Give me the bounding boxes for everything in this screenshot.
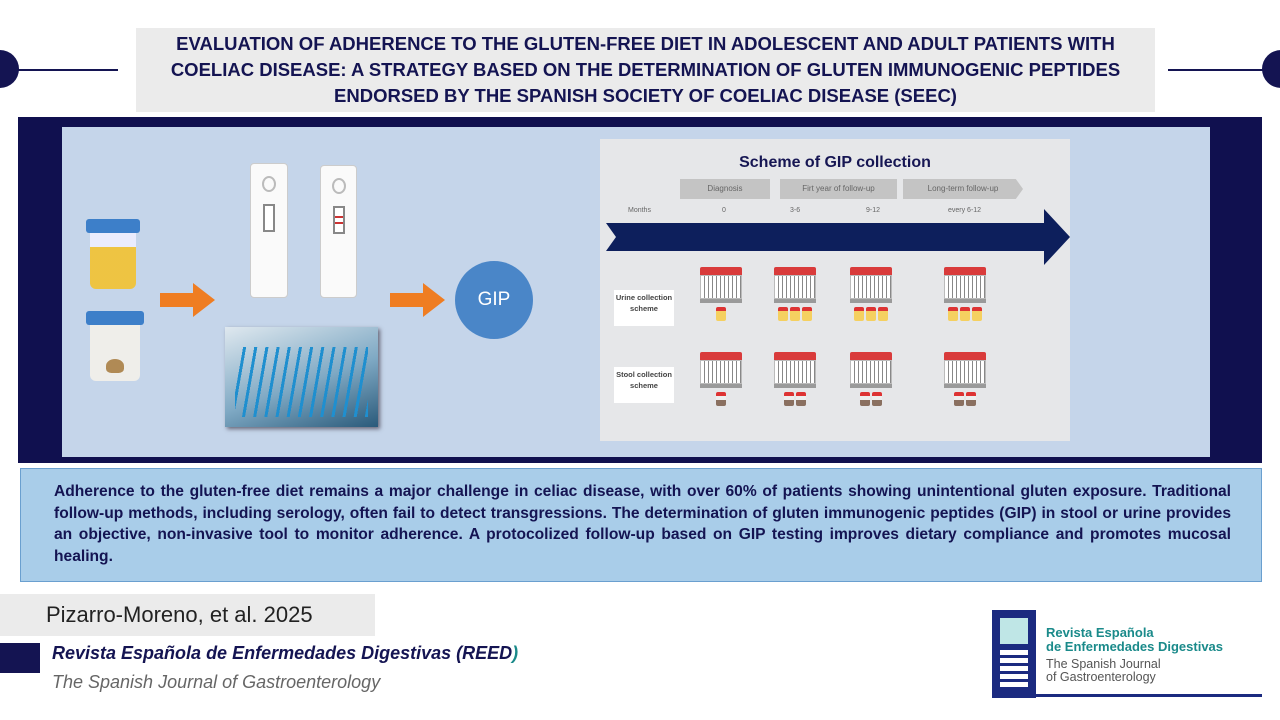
urine-calendar-group <box>774 267 816 321</box>
urine-container-icon <box>866 307 876 321</box>
logo-text: Revista Española <box>1046 625 1154 640</box>
page-title: EVALUATION OF ADHERENCE TO THE GLUTEN-FR… <box>136 28 1155 112</box>
stool-scheme-label: Stool collection scheme <box>614 367 674 403</box>
calendar-icon <box>700 267 742 303</box>
months-label: Months <box>628 207 651 214</box>
lab-pipette-image <box>225 327 378 427</box>
decor-line-left <box>18 69 118 71</box>
stool-container-icon <box>716 392 726 406</box>
calendar-icon <box>944 352 986 388</box>
decor-line-right <box>1168 69 1263 71</box>
urine-container-icon <box>790 307 800 321</box>
gip-circle: GIP <box>455 261 533 339</box>
decor-square <box>0 643 40 673</box>
urine-container-icon <box>716 307 726 321</box>
stool-container-icon <box>954 392 964 406</box>
calendar-icon <box>850 352 892 388</box>
journal-name-text: Revista Española de Enfermedades Digesti… <box>52 643 513 663</box>
journal-name-en: The Spanish Journal of Gastroenterology <box>52 672 381 692</box>
month-every-6-12: every 6-12 <box>948 207 982 214</box>
phase-first-year: Firt year of follow-up <box>780 179 897 199</box>
stool-calendar-group <box>700 352 742 406</box>
arrow-right-icon <box>390 283 445 317</box>
stool-container-icon <box>860 392 870 406</box>
urine-cup-icon <box>86 219 140 291</box>
stool-calendar-group <box>850 352 892 406</box>
gip-collection-scheme: Scheme of GIP collection Diagnosis Firt … <box>600 139 1070 441</box>
urine-scheme-label: Urine collection scheme <box>614 290 674 326</box>
logo-text: The Spanish Journal <box>1046 657 1161 671</box>
decor-dot-left <box>0 50 19 88</box>
stool-container-icon <box>784 392 794 406</box>
month-0: 0 <box>722 207 726 214</box>
calendar-icon <box>774 352 816 388</box>
timeline-arrow <box>606 209 1070 265</box>
urine-container-icon <box>948 307 958 321</box>
stool-cup-icon <box>86 311 144 383</box>
calendar-icon <box>850 267 892 303</box>
urine-calendar-group <box>700 267 742 321</box>
summary-text: Adherence to the gluten-free diet remain… <box>20 468 1262 582</box>
logo-text: of Gastroenterology <box>1046 670 1156 684</box>
journal-paren: ) <box>512 643 519 663</box>
arrow-right-icon <box>160 283 215 317</box>
urine-calendar-group <box>850 267 892 321</box>
calendar-icon <box>944 267 986 303</box>
stool-calendar-group <box>774 352 816 406</box>
journal-logo: Revista Española de Enfermedades Digesti… <box>992 610 1262 698</box>
phase-long-term: Long-term follow-up <box>903 179 1023 199</box>
urine-container-icon <box>854 307 864 321</box>
calendar-icon <box>700 352 742 388</box>
logo-text: de Enfermedades Digestivas <box>1046 639 1224 654</box>
urine-container-icon <box>960 307 970 321</box>
urine-calendar-group <box>944 267 986 321</box>
urine-container-icon <box>802 307 812 321</box>
stool-container-icon <box>872 392 882 406</box>
calendar-icon <box>774 267 816 303</box>
stool-calendar-group <box>944 352 986 406</box>
month-9-12: 9-12 <box>866 207 881 214</box>
logo-mark-icon <box>992 610 1036 698</box>
journal-name: Revista Española de Enfermedades Digesti… <box>52 643 518 664</box>
urine-container-icon <box>778 307 788 321</box>
test-cassette-icon <box>320 165 357 298</box>
phase-diagnosis: Diagnosis <box>680 179 770 199</box>
stool-container-icon <box>966 392 976 406</box>
month-3-6: 3-6 <box>790 207 801 214</box>
citation: Pizarro-Moreno, et al. 2025 <box>0 594 375 636</box>
stool-container-icon <box>796 392 806 406</box>
urine-container-icon <box>878 307 888 321</box>
test-cassette-icon <box>250 163 288 298</box>
decor-dot-right <box>1262 50 1280 88</box>
urine-container-icon <box>972 307 982 321</box>
scheme-title: Scheme of GIP collection <box>739 154 931 171</box>
